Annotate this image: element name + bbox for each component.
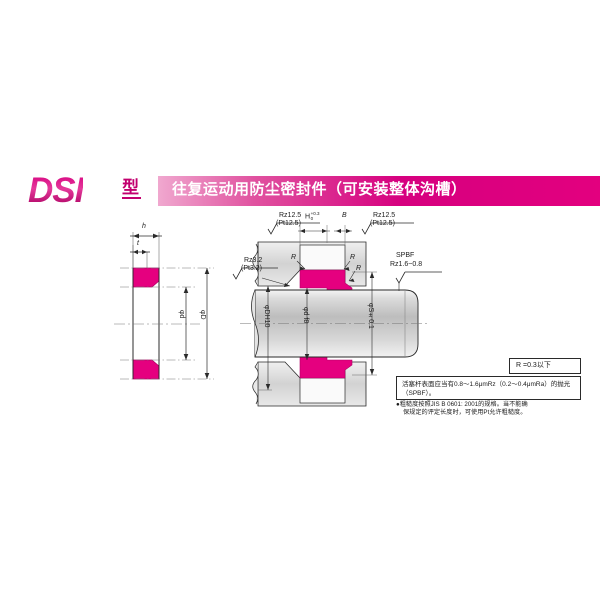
- standard-note-line-1: ●粗糙度按照JIS B 0601: 2001的规格。当不能确: [396, 401, 528, 408]
- banner-bar: [158, 176, 600, 206]
- radius-mark-1: R: [291, 254, 297, 261]
- groove-width-dim: B: [342, 212, 347, 219]
- surface-finish-top-right-line1: Rz12.5: [373, 212, 396, 219]
- groove-depth-dim: H +0.3 0: [305, 211, 320, 221]
- surface-finish-top-left-line1: Rz12.5: [279, 212, 302, 219]
- product-type-kanji: 型: [122, 179, 141, 199]
- radius-note-text: R =0.3以下: [516, 362, 551, 369]
- surface-finish-top-right-line2: (Pt12.5): [370, 220, 395, 227]
- surface-finish-top-left-line2: (Pt12.5): [276, 220, 301, 227]
- surface-finish-left-line2: (Pt3.2): [241, 265, 263, 272]
- radius-mark-2: R: [350, 254, 356, 261]
- dim-label-S-tol: φS±0.1: [367, 303, 375, 329]
- surface-finish-left-line1: Rz3.2: [244, 257, 263, 264]
- surface-note-text: 活塞杆表面应当有0.8～1.6μmRz（0.2～0.4μmRa）的抛光（SPBF…: [402, 381, 571, 398]
- dim-label-phi-D: φD: [199, 310, 207, 320]
- radius-note-box: R =0.3以下: [509, 358, 581, 374]
- dim-label-phi-d: φd: [178, 310, 186, 319]
- surface-finish-rod-line1: SPBF: [396, 252, 415, 259]
- groove-depth-tol-lower: 0: [310, 215, 314, 221]
- banner: DSI 型 往复运动用防尘密封件（可安装整体沟槽）: [0, 171, 600, 210]
- kanji-underline: [122, 197, 141, 199]
- right-install-section: [232, 222, 442, 407]
- product-logo: DSI: [28, 171, 84, 210]
- surface-note-box: 活塞杆表面应当有0.8～1.6μmRz（0.2～0.4μmRa）的抛光（SPBF…: [396, 376, 581, 400]
- seal-lip-upper: [132, 267, 160, 288]
- dim-label-DH10: φDH10: [263, 305, 271, 328]
- seal-lip-lower: [132, 359, 160, 380]
- dim-label-t: t: [137, 240, 139, 247]
- dim-label-h: h: [142, 223, 146, 230]
- product-type-kanji-text: 型: [122, 178, 139, 197]
- left-seal-section: [114, 232, 214, 380]
- banner-title: 往复运动用防尘密封件（可安装整体沟槽）: [172, 181, 467, 198]
- standard-note-line-2: 保规定的评定长度时，可使用Pt允许粗糙度。: [403, 409, 527, 416]
- dim-label-d-f8: φd f8: [302, 307, 310, 324]
- groove-depth-tol-upper: +0.3: [310, 211, 320, 216]
- groove-depth-base: H: [305, 213, 311, 221]
- seal-lower-installed: [299, 354, 353, 379]
- surface-finish-rod-line2: Rz1.6~0.8: [390, 261, 423, 268]
- radius-mark-3: R: [356, 265, 362, 272]
